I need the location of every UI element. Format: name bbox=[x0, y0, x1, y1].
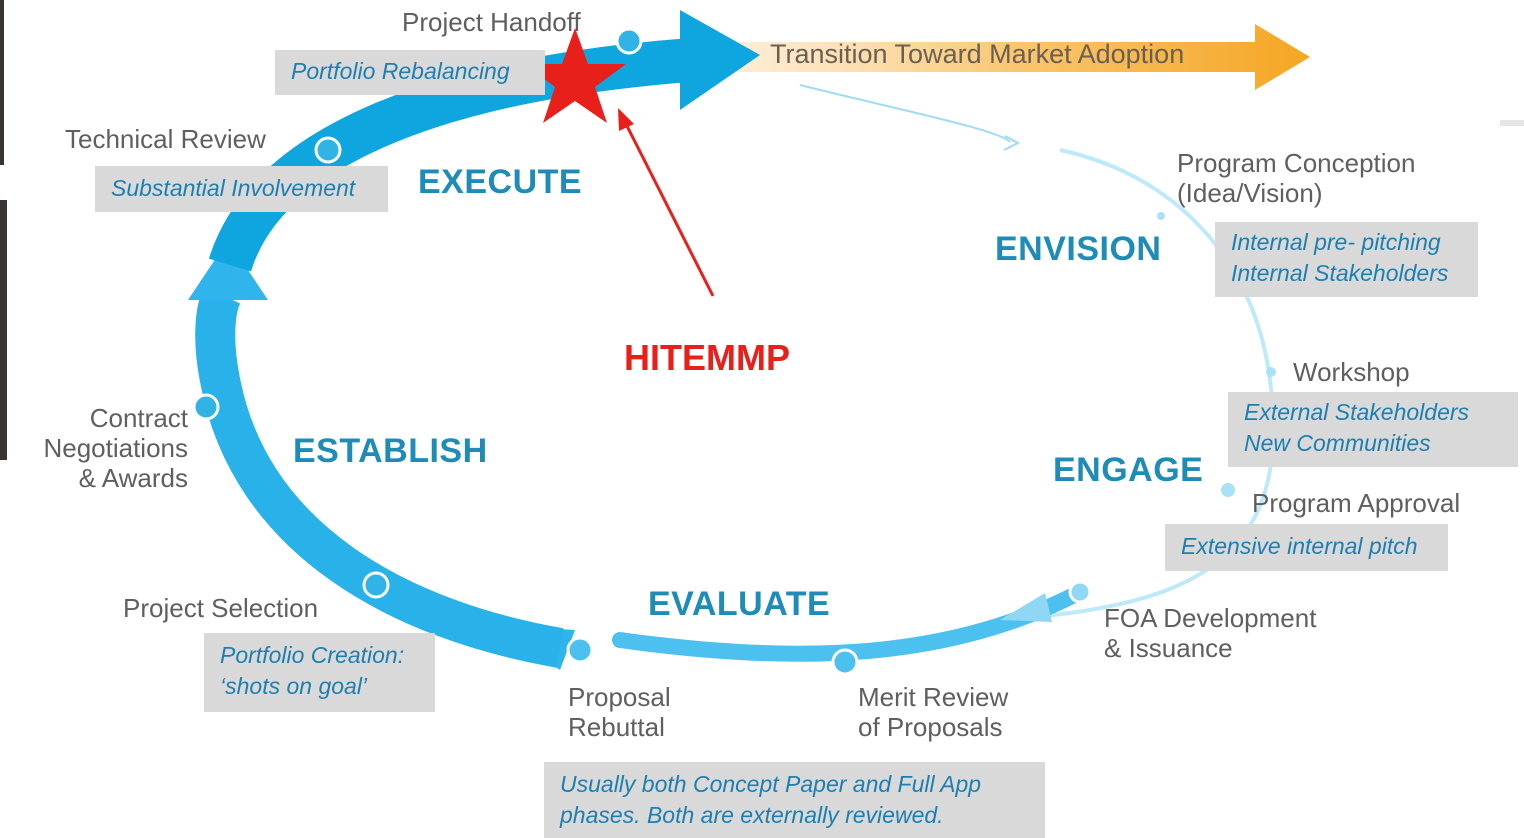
execute-arrowhead bbox=[680, 10, 760, 110]
right-edge-fragment bbox=[1500, 120, 1524, 126]
stage-merit-line2: of Proposals bbox=[858, 712, 1003, 742]
stage-workshop: Workshop bbox=[1293, 357, 1410, 387]
star-icon bbox=[524, 28, 626, 123]
dot-program-approval bbox=[1221, 483, 1235, 497]
note-concept-line2: phases. Both are externally reviewed. bbox=[560, 802, 944, 828]
dot-project-selection bbox=[362, 571, 390, 599]
dot-technical-review bbox=[314, 136, 342, 164]
note-portfolio-rebalancing-text: Portfolio Rebalancing bbox=[291, 58, 510, 84]
left-edge-fragment bbox=[0, 0, 4, 165]
stage-rebuttal-line2: Rebuttal bbox=[568, 712, 665, 742]
callout-arrow-line bbox=[624, 123, 715, 297]
stage-program-conception: Program Conception (Idea/Vision) bbox=[1177, 148, 1415, 208]
stage-contract-line2: Negotiations bbox=[43, 433, 188, 463]
note-external-line2: New Communities bbox=[1244, 430, 1431, 456]
note-external-stakeholders: External Stakeholders New Communities bbox=[1228, 392, 1518, 467]
establish-arc bbox=[195, 286, 564, 668]
stage-program-approval: Program Approval bbox=[1252, 488, 1461, 518]
stage-contract-negotiations: Contract Negotiations & Awards bbox=[14, 403, 188, 493]
dot-project-handoff bbox=[615, 27, 643, 55]
stage-program-conception-line2: (Idea/Vision) bbox=[1177, 178, 1323, 208]
dot-merit-review bbox=[831, 648, 859, 676]
left-edge-fragment bbox=[0, 200, 7, 460]
stage-merit-line1: Merit Review bbox=[858, 682, 1009, 712]
phase-engage: ENGAGE bbox=[1053, 451, 1204, 489]
transition-label: Transition Toward Market Adoption bbox=[770, 39, 1185, 69]
note-substantial-involvement-text: Substantial Involvement bbox=[111, 175, 356, 201]
note-portfolio-creation: Portfolio Creation: ‘shots on goal’ bbox=[204, 633, 435, 712]
dot-proposal-rebuttal bbox=[566, 636, 594, 664]
stage-foa-line2: & Issuance bbox=[1104, 633, 1233, 663]
transition-arrow bbox=[690, 24, 1310, 90]
fade-connector bbox=[799, 84, 1011, 143]
establish-arrowhead bbox=[188, 240, 268, 300]
note-internal-line1: Internal pre- pitching bbox=[1231, 229, 1441, 255]
fade-connector-head bbox=[1003, 135, 1021, 151]
dot-foa-development bbox=[1068, 580, 1092, 604]
phase-envision: ENVISION bbox=[995, 230, 1162, 268]
phase-establish: ESTABLISH bbox=[293, 432, 488, 470]
note-extensive-text: Extensive internal pitch bbox=[1181, 533, 1418, 559]
note-substantial-involvement: Substantial Involvement bbox=[95, 166, 388, 212]
callout-arrowhead bbox=[618, 108, 634, 131]
stage-project-selection: Project Selection bbox=[123, 593, 319, 623]
stage-contract-line1: Contract bbox=[89, 403, 188, 433]
note-internal-prepitching: Internal pre- pitching Internal Stakehol… bbox=[1215, 222, 1478, 297]
engage-arrowhead bbox=[1000, 593, 1052, 622]
dot-contract-negotiations bbox=[192, 393, 220, 421]
stage-merit-review: Merit Review of Proposals bbox=[858, 682, 1008, 742]
stage-technical-review: Technical Review bbox=[65, 124, 266, 154]
phase-execute: EXECUTE bbox=[418, 163, 583, 201]
stage-program-conception-line1: Program Conception bbox=[1177, 148, 1416, 178]
note-portfolio-creation-line1: Portfolio Creation: bbox=[220, 642, 405, 668]
note-external-line1: External Stakeholders bbox=[1244, 399, 1470, 425]
note-extensive-internal-pitch: Extensive internal pitch bbox=[1165, 524, 1448, 571]
dot-program-conception bbox=[1157, 212, 1165, 220]
note-concept-line1: Usually both Concept Paper and Full App bbox=[560, 771, 982, 797]
note-portfolio-creation-line2: ‘shots on goal’ bbox=[220, 673, 368, 699]
note-internal-line2: Internal Stakeholders bbox=[1231, 260, 1449, 286]
stage-foa-line1: FOA Development bbox=[1104, 603, 1317, 633]
phase-evaluate: EVALUATE bbox=[648, 585, 831, 623]
stage-rebuttal-line1: Proposal bbox=[568, 682, 671, 712]
dot-workshop bbox=[1266, 367, 1276, 377]
stage-contract-line3: & Awards bbox=[78, 463, 188, 493]
envision-engage-arc bbox=[999, 148, 1275, 622]
stage-proposal-rebuttal: Proposal Rebuttal bbox=[568, 682, 671, 742]
note-concept-paper: Usually both Concept Paper and Full App … bbox=[544, 762, 1045, 838]
stage-project-handoff: Project Handoff bbox=[402, 7, 581, 37]
stage-foa-development: FOA Development & Issuance bbox=[1104, 603, 1316, 663]
note-portfolio-rebalancing: Portfolio Rebalancing bbox=[275, 50, 545, 95]
callout-label: HITEMMP bbox=[624, 337, 790, 378]
